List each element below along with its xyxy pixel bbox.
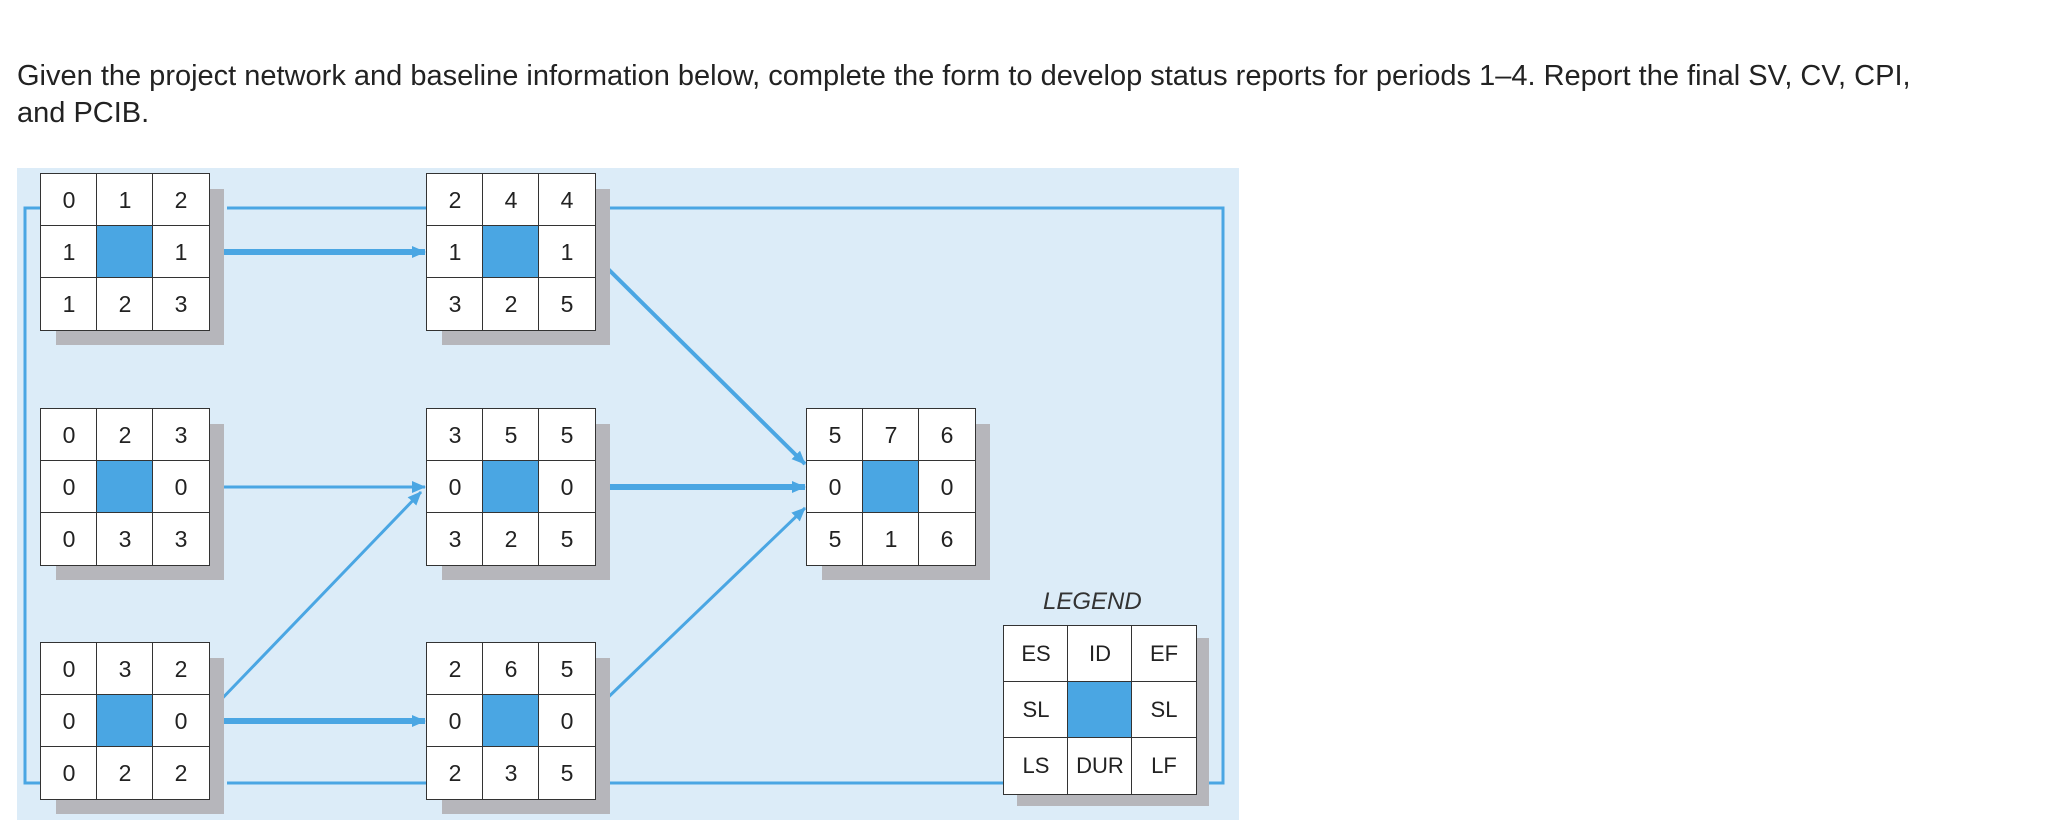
legend-sl-right: SL — [1131, 681, 1197, 739]
dur-value: 2 — [482, 277, 540, 331]
id-value: 3 — [96, 642, 154, 696]
sl-right-value: 0 — [152, 460, 210, 514]
es-value: 2 — [426, 642, 484, 696]
ef-value: 3 — [152, 408, 210, 462]
legend-box: ES ID EF SL SL LS DUR LF — [1003, 625, 1209, 806]
es-value: 5 — [806, 408, 864, 462]
dur-value: 3 — [482, 746, 540, 800]
lf-value: 3 — [152, 277, 210, 331]
sl-left-value: 0 — [426, 694, 484, 748]
frame-line — [23, 206, 1225, 785]
lf-value: 6 — [918, 512, 976, 566]
id-fill — [862, 460, 920, 514]
activity-node-5: 3 5 5 0 0 3 2 5 — [426, 408, 610, 580]
sl-left-value: 0 — [40, 460, 98, 514]
ls-value: 3 — [426, 512, 484, 566]
id-fill — [482, 694, 540, 748]
legend-id-fill — [1067, 681, 1133, 739]
es-value: 0 — [40, 408, 98, 462]
activity-node-3: 0 3 2 0 0 0 2 2 — [40, 642, 224, 814]
activity-node-4: 2 4 4 1 1 3 2 5 — [426, 173, 610, 345]
es-value: 0 — [40, 173, 98, 227]
ef-value: 5 — [538, 642, 596, 696]
activity-node-7: 5 7 6 0 0 5 1 6 — [806, 408, 990, 580]
legend-sl-left: SL — [1003, 681, 1069, 739]
ls-value: 0 — [40, 746, 98, 800]
id-value: 5 — [482, 408, 540, 462]
es-value: 3 — [426, 408, 484, 462]
sl-left-value: 0 — [806, 460, 864, 514]
lf-value: 5 — [538, 512, 596, 566]
ls-value: 1 — [40, 277, 98, 331]
legend-es: ES — [1003, 625, 1069, 683]
ef-value: 5 — [538, 408, 596, 462]
ef-value: 2 — [152, 173, 210, 227]
legend-lf: LF — [1131, 737, 1197, 795]
es-value: 2 — [426, 173, 484, 227]
id-value: 6 — [482, 642, 540, 696]
sl-left-value: 1 — [40, 225, 98, 279]
ls-value: 3 — [426, 277, 484, 331]
es-value: 0 — [40, 642, 98, 696]
id-fill — [482, 460, 540, 514]
sl-right-value: 1 — [152, 225, 210, 279]
ls-value: 2 — [426, 746, 484, 800]
legend-ls: LS — [1003, 737, 1069, 795]
activity-node-2: 0 2 3 0 0 0 3 3 — [40, 408, 224, 580]
ef-value: 4 — [538, 173, 596, 227]
legend-ef: EF — [1131, 625, 1197, 683]
id-fill — [482, 225, 540, 279]
activity-node-1: 0 1 2 1 1 1 2 3 — [40, 173, 224, 345]
sl-right-value: 0 — [918, 460, 976, 514]
network-connectors — [23, 206, 1225, 785]
legend-dur: DUR — [1067, 737, 1133, 795]
sl-left-value: 0 — [40, 694, 98, 748]
ef-value: 6 — [918, 408, 976, 462]
sl-right-value: 0 — [538, 460, 596, 514]
id-value: 4 — [482, 173, 540, 227]
lf-value: 5 — [538, 277, 596, 331]
legend-title: LEGEND — [1043, 588, 1142, 615]
lf-value: 2 — [152, 746, 210, 800]
sl-right-value: 1 — [538, 225, 596, 279]
arrow-4-to-7 — [595, 256, 807, 466]
legend-id: ID — [1067, 625, 1133, 683]
id-value: 2 — [96, 408, 154, 462]
sl-left-value: 0 — [426, 460, 484, 514]
id-value: 1 — [96, 173, 154, 227]
arrow-6-to-7 — [595, 506, 807, 710]
id-value: 7 — [862, 408, 920, 462]
id-fill — [96, 460, 154, 514]
dur-value: 2 — [482, 512, 540, 566]
ef-value: 2 — [152, 642, 210, 696]
id-fill — [96, 225, 154, 279]
lf-value: 3 — [152, 512, 210, 566]
ls-value: 0 — [40, 512, 98, 566]
project-network-diagram: 0 1 2 1 1 1 2 3 0 2 3 0 0 0 3 3 0 — [17, 168, 1239, 820]
dur-value: 3 — [96, 512, 154, 566]
arrow-3-to-5 — [211, 490, 423, 710]
ls-value: 5 — [806, 512, 864, 566]
sl-right-value: 0 — [152, 694, 210, 748]
dur-value: 2 — [96, 746, 154, 800]
dur-value: 1 — [862, 512, 920, 566]
id-fill — [96, 694, 154, 748]
sl-right-value: 0 — [538, 694, 596, 748]
question-text: Given the project network and baseline i… — [17, 60, 1911, 129]
sl-left-value: 1 — [426, 225, 484, 279]
activity-node-6: 2 6 5 0 0 2 3 5 — [426, 642, 610, 814]
lf-value: 5 — [538, 746, 596, 800]
dur-value: 2 — [96, 277, 154, 331]
